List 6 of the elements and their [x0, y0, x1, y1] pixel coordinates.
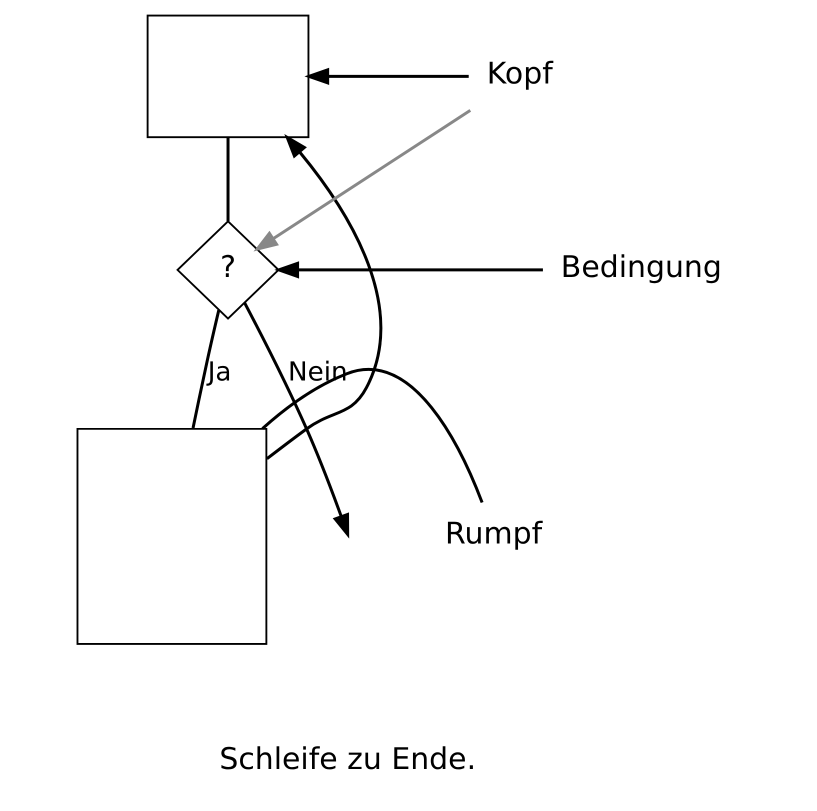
label: Schleife zu Ende. [219, 742, 476, 777]
node-text: Kopf [486, 56, 553, 92]
node-text: Bedingung [560, 250, 722, 286]
node-text: Rumpf [445, 516, 542, 552]
edge-label: Ja [208, 358, 232, 388]
edge-label: Nein [288, 358, 348, 388]
